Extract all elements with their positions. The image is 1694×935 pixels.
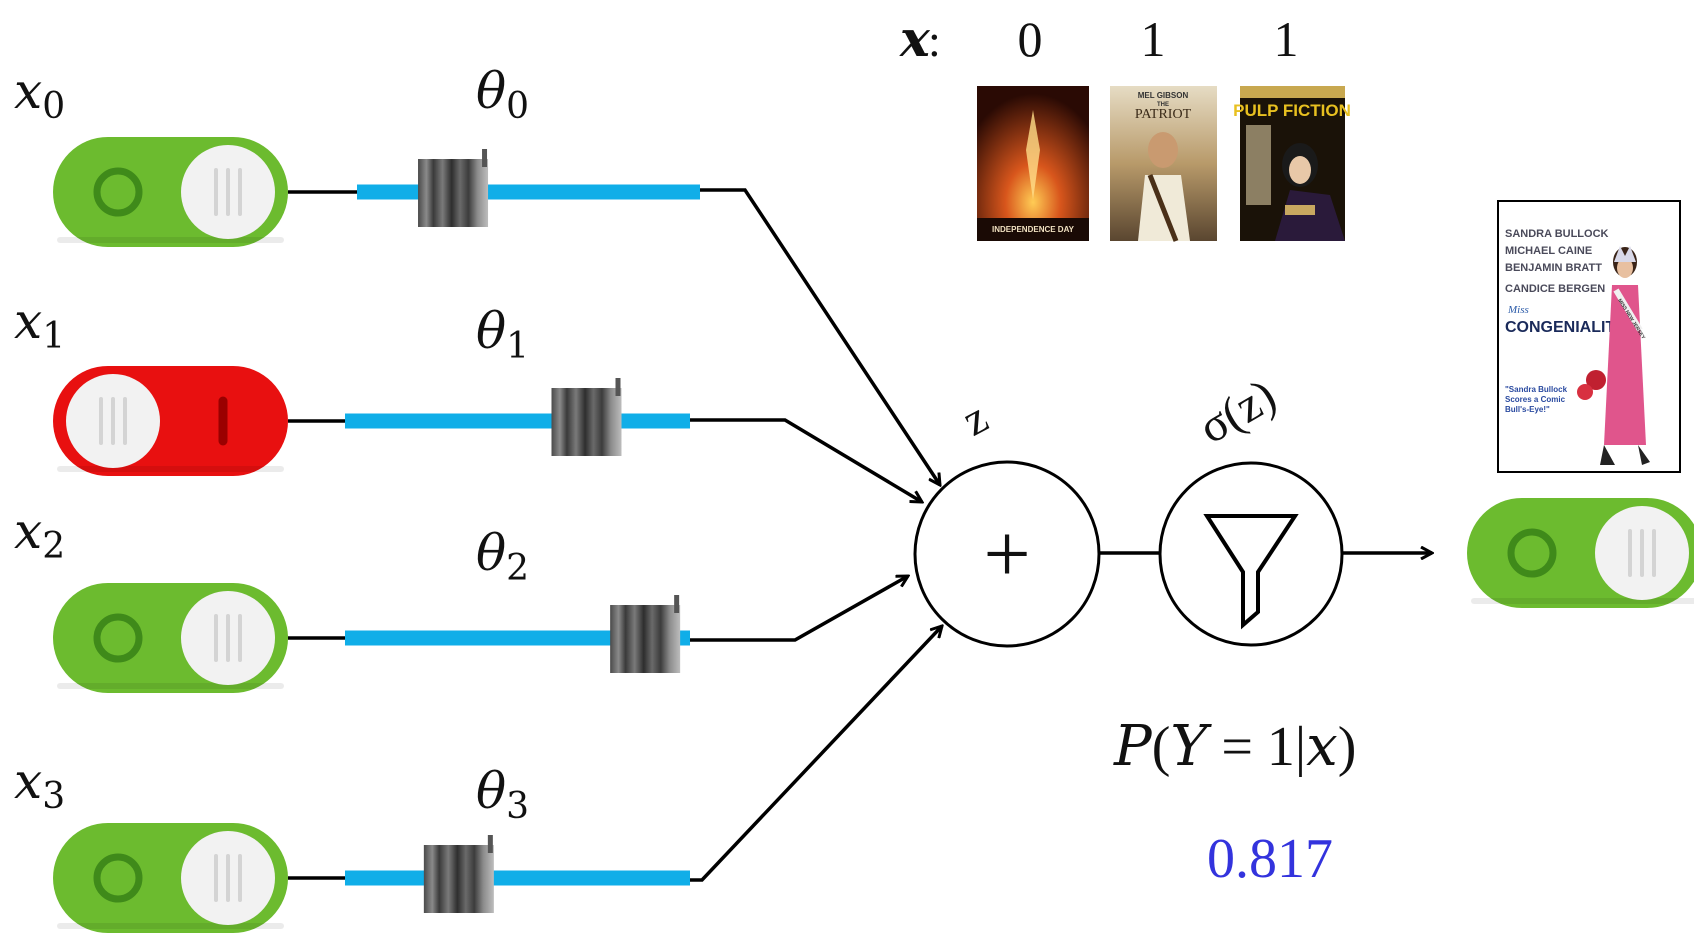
filter-icon — [1203, 514, 1299, 630]
output-formula: P(Y = 1|x) — [1113, 714, 1356, 779]
output-probability-value: 0.817 — [1207, 828, 1333, 890]
poster-patriot-actor: MEL GIBSON — [1138, 91, 1189, 100]
weight-slider-knob-tab-0 — [482, 149, 488, 167]
plus-icon: + — [983, 508, 1030, 601]
weight-slider-knob-2[interactable] — [610, 605, 681, 673]
x-vector-header: x : 0 1 1 — [899, 9, 1299, 68]
poster-patriot-the: THE — [1157, 102, 1169, 108]
power-off-indicator-icon — [93, 167, 143, 217]
power-off-indicator-icon — [1507, 528, 1557, 578]
input-label-x2: x2 — [14, 502, 65, 567]
weight-slider-knob-tab-3 — [487, 835, 493, 853]
input-switch-x2[interactable] — [53, 583, 288, 693]
output-toggle[interactable] — [1467, 498, 1694, 608]
poster-pulp-fiction: PULP FICTION — [1233, 86, 1351, 241]
weight-slider-knob-tab-2 — [674, 595, 680, 613]
input-label-x0: x0 — [14, 62, 65, 127]
sigmoid-node: σ(z) — [1158, 369, 1344, 647]
poster-miss: Miss — [1507, 304, 1529, 316]
input-switch-x1[interactable] — [53, 366, 288, 476]
input-switch-x0[interactable] — [53, 137, 288, 247]
poster-pulp-fiction-title: PULP FICTION — [1233, 101, 1351, 120]
x-value-1: 1 — [1141, 11, 1166, 67]
quote-2: Scores a Comic — [1505, 395, 1566, 404]
target-poster: SANDRA BULLOCK MICHAEL CAINE BENJAMIN BR… — [1497, 200, 1681, 473]
sum-node: z + — [913, 391, 1101, 648]
weight-label-theta1: θ1 — [476, 302, 529, 367]
poster-title: CONGENIALITY — [1505, 319, 1626, 336]
input-label-x1: x1 — [14, 292, 65, 357]
weight-slider-knob-1[interactable] — [551, 388, 622, 456]
input-switch-x3-shadow — [57, 923, 284, 929]
sum-node-label: z — [954, 391, 996, 446]
output-toggle-shadow — [1471, 598, 1694, 604]
input-label-x3: x3 — [14, 752, 65, 817]
connection-x2 — [690, 576, 908, 642]
cast-4: CANDICE BERGEN — [1505, 283, 1605, 295]
quote-3: Bull's-Eye!" — [1505, 405, 1550, 414]
input-rows: x0 θ0 x1 θ1 x2 θ2 x3 θ3 — [14, 62, 700, 933]
output-switch[interactable] — [1467, 498, 1694, 608]
input-switch-x1-shadow — [57, 466, 284, 472]
quote-1: "Sandra Bullock — [1505, 385, 1568, 394]
sigmoid-node-label: σ(z) — [1190, 369, 1285, 454]
connections — [690, 188, 942, 882]
poster-the-patriot: MEL GIBSON THE PATRIOT — [1110, 86, 1217, 242]
input-switch-x0-shadow — [57, 237, 284, 243]
poster-independence-day-title: INDEPENDENCE DAY — [992, 225, 1075, 234]
input-switch-x3[interactable] — [53, 823, 288, 933]
weight-label-theta0: θ0 — [476, 62, 529, 127]
connection-x0 — [700, 188, 940, 485]
weight-slider-knob-0[interactable] — [418, 159, 489, 227]
weight-slider-knob-tab-1 — [615, 378, 621, 396]
cast-2: MICHAEL CAINE — [1505, 245, 1592, 257]
x-value-2: 1 — [1274, 11, 1299, 67]
poster-independence-day: INDEPENDENCE DAY — [977, 86, 1089, 241]
x-value-0: 0 — [1018, 11, 1043, 67]
power-off-indicator-icon — [93, 853, 143, 903]
poster-patriot-title: PATRIOT — [1135, 107, 1192, 122]
x-vector-label: x — [899, 9, 931, 68]
input-switch-x2-shadow — [57, 683, 284, 689]
connection-x1 — [690, 418, 922, 502]
x-vector-colon: : — [928, 15, 941, 66]
power-off-indicator-icon — [93, 613, 143, 663]
connection-x3 — [690, 626, 942, 882]
weight-label-theta2: θ2 — [476, 524, 529, 589]
cast-1: SANDRA BULLOCK — [1505, 228, 1609, 240]
weight-label-theta3: θ3 — [476, 762, 529, 827]
weight-slider-knob-3[interactable] — [423, 845, 494, 913]
cast-3: BENJAMIN BRATT — [1505, 262, 1602, 274]
